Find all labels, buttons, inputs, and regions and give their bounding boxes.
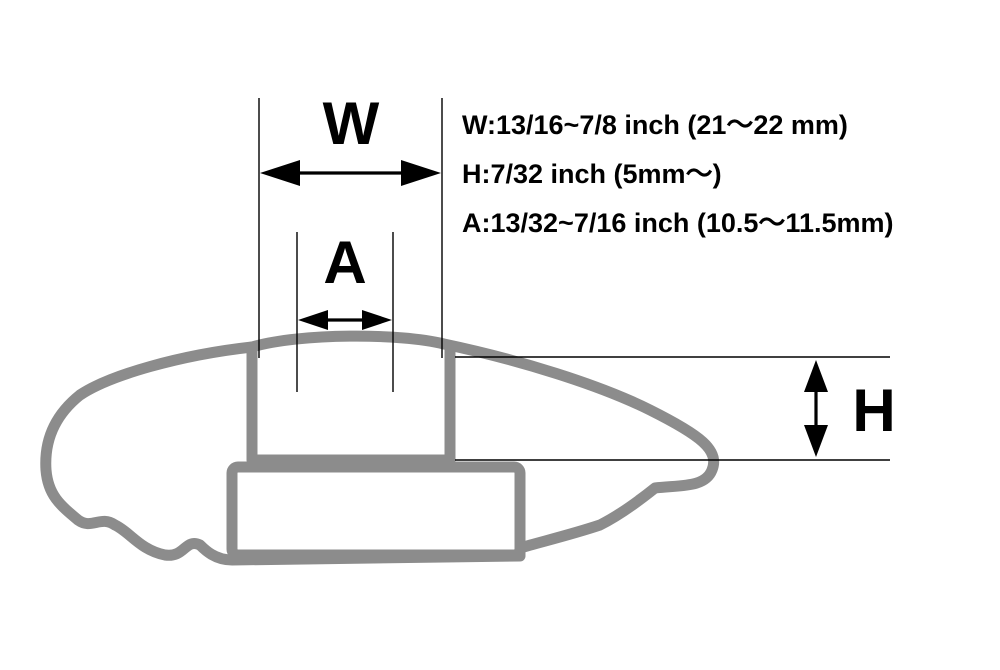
a-dimension: A [296, 229, 394, 392]
a-arrowhead-right [362, 310, 392, 330]
h-dimension: H [455, 356, 896, 461]
spec-h: H:7/32 inch (5mm～) [462, 159, 722, 189]
outer-shell [40, 330, 720, 566]
crossbar-profile [40, 330, 720, 566]
w-label: W [323, 90, 380, 157]
spec-list: W:13/16~7/8 inch (21～22 mm) H:7/32 inch … [462, 110, 894, 238]
h-label: H [852, 377, 895, 444]
w-arrowhead-left [260, 160, 300, 186]
a-arrowhead-left [298, 310, 328, 330]
h-arrowhead-top [804, 360, 828, 392]
inner-chamber [226, 461, 526, 561]
t-slot-channel [246, 341, 456, 466]
spec-w: W:13/16~7/8 inch (21～22 mm) [462, 110, 848, 140]
a-label: A [323, 229, 366, 296]
h-arrowhead-bottom [804, 425, 828, 457]
spec-a: A:13/32~7/16 inch (10.5～11.5mm) [462, 208, 894, 238]
w-dimension: W [258, 90, 443, 358]
w-arrowhead-right [401, 160, 441, 186]
